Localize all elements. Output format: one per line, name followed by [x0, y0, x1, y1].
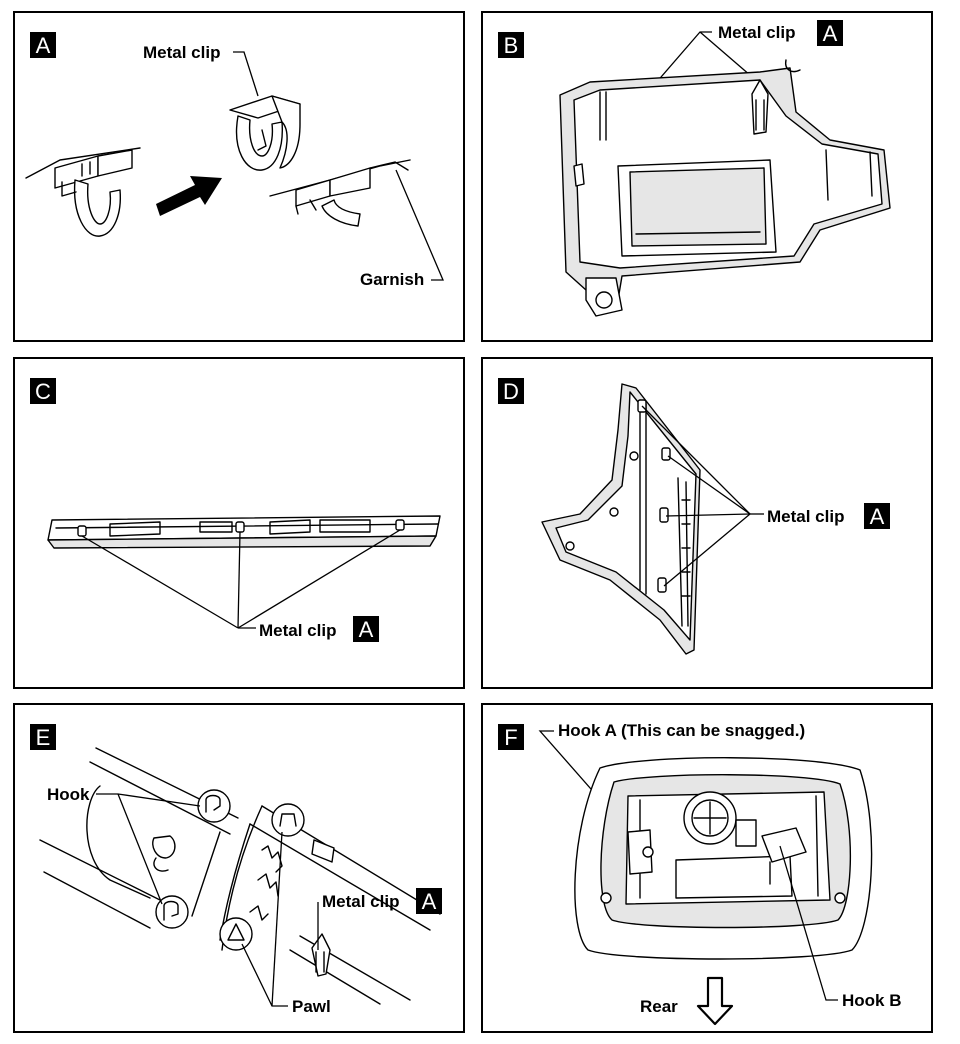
panel-e-badge: [30, 724, 56, 750]
panel-a: A Metal clip G: [13, 11, 465, 342]
panel-d-metal-clip-label: Metal clip: [767, 507, 844, 526]
panel-d-leader-2: [667, 455, 751, 515]
panel-e-hook-leader-lower: [117, 793, 163, 905]
panel-f-badge: [498, 724, 524, 750]
panel-e-clip-badge-text: A: [422, 889, 437, 914]
panel-e-pawl-label: Pawl: [292, 997, 331, 1016]
panel-b-clip-badge-text: A: [823, 21, 838, 46]
panel-c-garnish-strip: [47, 515, 441, 549]
panel-d-badge: [498, 378, 524, 404]
panel-a-badge-text: A: [36, 33, 51, 58]
panel-b-metal-clip-label: Metal clip: [718, 23, 795, 42]
panel-f-hook-a-label: Hook A (This can be snagged.): [558, 721, 805, 740]
panel-c-clip-badge: [353, 616, 379, 642]
panel-f: F Hook A (This can be snagged.) Hook B R…: [481, 703, 933, 1033]
panel-d: D Metal clip A: [481, 357, 933, 689]
panel-a-garnish-label: Garnish: [360, 270, 424, 289]
panel-c-badge: [30, 378, 56, 404]
panel-e-hook-label: Hook: [47, 785, 90, 804]
panel-c-leader-3: [237, 529, 401, 629]
panel-d-leader-3: [665, 513, 751, 517]
panel-e-clip-detail: [271, 803, 305, 837]
panel-f-room-lamp-housing: [574, 757, 873, 960]
panel-d-badge-text: D: [503, 379, 519, 404]
panel-f-rear-arrow-icon: [696, 976, 734, 1026]
panel-a-arrow-icon: [156, 176, 222, 216]
panel-e-clip-badge: [416, 888, 442, 914]
panel-d-leader-4: [663, 513, 751, 587]
panel-c-leader-2: [237, 531, 241, 629]
panel-a-metal-clip-label: Metal clip: [143, 43, 220, 62]
panel-d-clip-badge-text: A: [870, 504, 885, 529]
panel-e-badge-text: E: [36, 725, 51, 750]
panel-a-clip-removed: [229, 95, 301, 171]
panel-c-badge-text: C: [35, 379, 51, 404]
panel-d-pillar-trim: [541, 383, 701, 655]
panel-f-rear-label: Rear: [640, 997, 678, 1016]
panel-e-hook-detail-upper: [197, 789, 231, 823]
panel-b-trim-part: [559, 59, 891, 317]
panel-d-leader-1: [641, 405, 751, 515]
panel-e-metal-clip-label: Metal clip: [322, 892, 399, 911]
panel-f-hook-b-leader: [779, 845, 838, 1001]
panel-e-clip-icon: [279, 813, 297, 827]
panel-a-metal-clip-leader: [233, 51, 259, 97]
panel-c-clip-badge-text: A: [359, 617, 374, 642]
panel-f-hook-b-label: Hook B: [842, 991, 902, 1010]
panel-e: E Hook: [13, 703, 465, 1033]
panel-b-badge: [498, 32, 524, 58]
panel-c: C Metal clip A: [13, 357, 465, 689]
panel-e-pawl-detail: [219, 917, 253, 951]
panel-e-hook-icon-upper: [205, 794, 221, 813]
panel-f-badge-text: F: [504, 725, 517, 750]
panel-c-metal-clip-label: Metal clip: [259, 621, 336, 640]
panel-a-badge: [30, 32, 56, 58]
panel-e-pawl-leader-upper: [271, 831, 283, 1007]
panel-a-garnish: [269, 159, 411, 227]
panel-e-hook-icon-lower: [163, 900, 179, 921]
panel-d-clip-badge: [864, 503, 890, 529]
panel-a-clip-installed: [25, 147, 141, 237]
panel-c-leader-1: [81, 535, 239, 629]
panel-b-clip-badge: [817, 20, 843, 46]
panel-e-pawl-icon: [227, 923, 245, 941]
panel-b-badge-text: B: [504, 33, 519, 58]
panel-b: B Metal clip A: [481, 11, 933, 342]
panel-a-garnish-leader: [395, 169, 444, 281]
